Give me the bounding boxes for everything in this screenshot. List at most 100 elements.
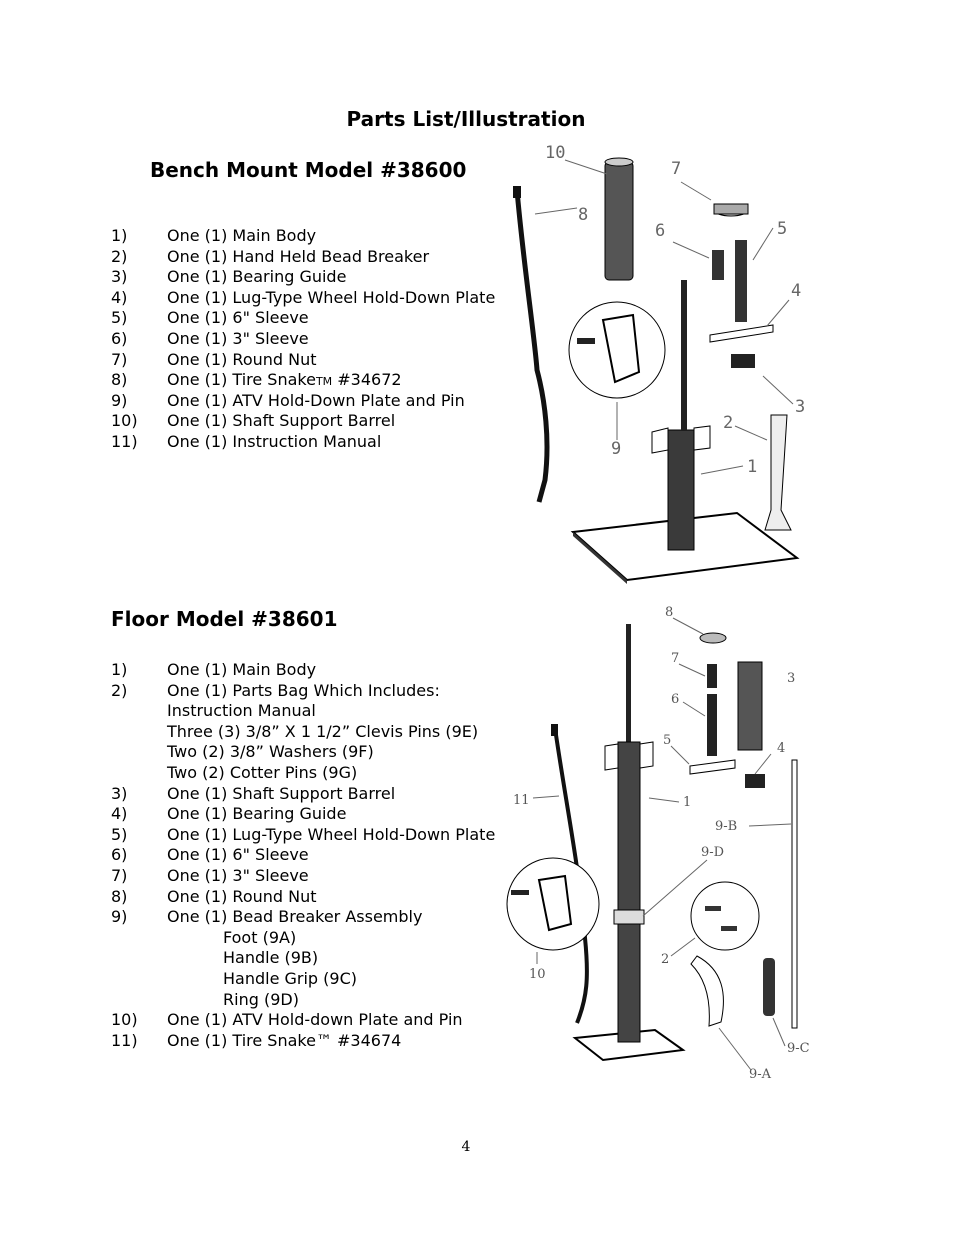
item-text: One (1) Lug-Type Wheel Hold-Down Plate	[167, 824, 496, 844]
svg-text:11: 11	[513, 793, 530, 808]
item-number: 8)	[111, 886, 128, 906]
item-text: Handle Grip (9C)	[223, 968, 358, 988]
item-text: One (1) Hand Held Bead Breaker	[167, 246, 430, 266]
item-number: 5)	[111, 824, 128, 844]
item-text: One (1) Bead Breaker Assembly	[167, 907, 423, 927]
item-text: One (1) Tire SnakeTM #34672	[167, 370, 402, 393]
svg-text:9-D: 9-D	[701, 845, 724, 860]
item-text: One (1) Main Body	[167, 226, 317, 245]
svg-text:3: 3	[795, 397, 805, 417]
atv-plate	[601, 313, 641, 384]
tire-snake	[514, 189, 550, 503]
item-text-main: One (1) Tire Snake	[167, 370, 316, 390]
item-text: Three (3) 3/8” X 1 1/2” Clevis Pins (9E)	[167, 721, 479, 741]
item-number: 5)	[111, 308, 128, 328]
floor-bearing-guide	[745, 774, 765, 788]
svg-text:10: 10	[529, 967, 546, 982]
floor-heading: Floor Model #38601	[111, 607, 338, 631]
item-number: 1)	[111, 226, 128, 245]
svg-text:9: 9	[611, 439, 621, 459]
floor-atv-pin	[511, 890, 529, 895]
item-number: 2)	[111, 246, 128, 266]
item-text: One (1) Bearing Guide	[167, 804, 347, 824]
hold-down-plate	[709, 324, 774, 343]
svg-text:9-A: 9-A	[749, 1067, 772, 1082]
item-number: 9)	[111, 907, 128, 927]
item-number: 3)	[111, 783, 128, 803]
svg-text:7: 7	[671, 651, 679, 666]
floor-hold-down-plate	[689, 759, 736, 775]
foot-9a	[690, 955, 724, 1027]
body-bracket-left	[651, 427, 669, 454]
item-text: One (1) Main Body	[167, 660, 317, 679]
svg-text:5: 5	[777, 219, 787, 239]
item-text: One (1) Shaft Support Barrel	[167, 783, 396, 803]
item-number: 4)	[111, 804, 128, 824]
svg-text:2: 2	[661, 952, 669, 967]
svg-text:2: 2	[723, 413, 733, 433]
item-number: 7)	[111, 349, 128, 369]
floor-sleeve-3in	[707, 664, 717, 688]
item-text: One (1) 3" Sleeve	[167, 328, 309, 348]
floor-bracket-right	[639, 741, 654, 769]
handle-9b	[791, 759, 798, 1029]
item-text: One (1) Tire Snake™ #34674	[167, 1030, 402, 1050]
bench-heading: Bench Mount Model #38600	[150, 158, 467, 182]
floor-barrel	[737, 661, 763, 751]
round-nut-body	[713, 203, 749, 215]
clevis-pins-inset	[690, 881, 760, 951]
floor-round-nut	[699, 632, 727, 644]
floor-model-illustration: 8 7 3 6 4 5 11 1 9-B 9-D 2 10 9-C 9-A	[506, 605, 810, 1082]
item-text: One (1) Parts Bag Which Includes:	[167, 680, 440, 700]
item-number: 6)	[111, 328, 128, 348]
item-number: 7)	[111, 865, 128, 885]
floor-sleeve-6in	[707, 694, 717, 756]
handle-grip-9c	[763, 958, 775, 1016]
item-number: 8)	[111, 370, 128, 390]
svg-text:9-C: 9-C	[787, 1041, 810, 1056]
clevis-pin-2	[721, 926, 737, 931]
trademark-mark: TM	[315, 375, 333, 389]
item-text: One (1) Lug-Type Wheel Hold-Down Plate	[167, 287, 496, 307]
main-body	[667, 429, 695, 551]
svg-text:6: 6	[671, 692, 679, 707]
barrel-top	[604, 157, 634, 167]
svg-text:6: 6	[655, 221, 665, 241]
shaft-support-barrel	[604, 161, 634, 281]
floor-atv-plate	[537, 874, 573, 932]
item-text: Handle (9B)	[223, 948, 319, 968]
svg-text:5: 5	[663, 733, 671, 748]
item-text: One (1) Shaft Support Barrel	[167, 411, 396, 431]
item-text: Instruction Manual	[167, 701, 316, 721]
svg-text:10: 10	[545, 143, 565, 163]
body-bracket-right	[693, 425, 711, 451]
base-plate-edge	[573, 532, 627, 584]
item-text: Ring (9D)	[223, 989, 299, 1009]
tire-snake-tip	[513, 186, 521, 198]
clevis-pin	[705, 906, 721, 911]
item-number: 2)	[111, 680, 128, 700]
item-number: 11)	[111, 1030, 138, 1050]
svg-text:3: 3	[787, 671, 795, 686]
item-number: 6)	[111, 845, 128, 865]
item-text: One (1) Instruction Manual	[167, 431, 382, 451]
floor-main-body	[617, 741, 641, 1043]
sleeve-6in	[735, 240, 747, 322]
svg-text:4: 4	[777, 741, 785, 756]
svg-text:8: 8	[578, 205, 588, 225]
svg-text:9-B: 9-B	[715, 819, 737, 834]
page-number: 4	[461, 1139, 471, 1155]
item-text: One (1) Round Nut	[167, 349, 317, 369]
sleeve-3in	[712, 250, 724, 280]
item-number: 1)	[111, 660, 128, 679]
svg-text:7: 7	[671, 159, 681, 179]
item-text: One (1) ATV Hold-Down Plate and Pin	[167, 390, 465, 410]
item-text: Two (2) 3/8” Washers (9F)	[167, 742, 374, 762]
bearing-guide	[731, 354, 755, 368]
item-text: One (1) ATV Hold-down Plate and Pin	[167, 1010, 463, 1030]
floor-bracket-left	[604, 743, 619, 771]
item-text: One (1) Bearing Guide	[167, 267, 347, 287]
bead-breaker-ring	[613, 909, 645, 925]
svg-text:1: 1	[683, 795, 691, 810]
floor-shaft	[626, 624, 631, 744]
